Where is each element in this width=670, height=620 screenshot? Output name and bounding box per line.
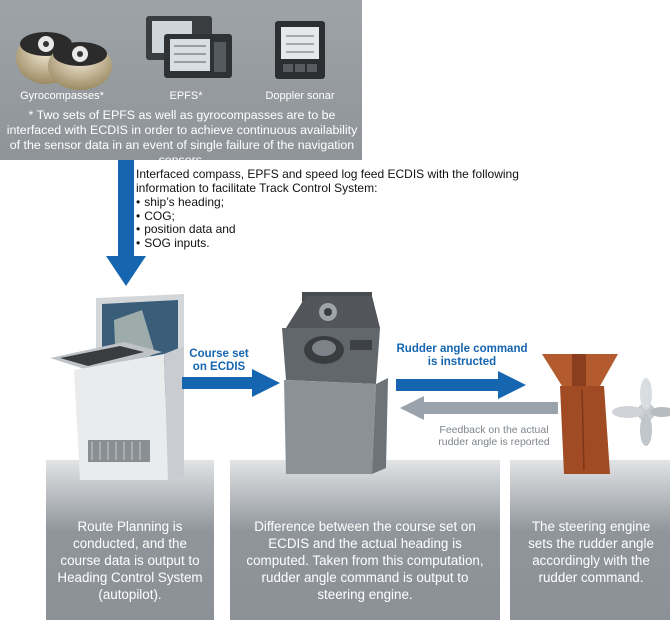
feedback-arrow [400, 396, 558, 420]
info-item-cog: COG; [136, 209, 536, 224]
autopilot-panel-text: Difference between the course set on ECD… [246, 519, 484, 602]
autopilot-console-icon [282, 292, 388, 474]
doppler-sonar-icon [275, 21, 325, 79]
rudder-command-line-1: Rudder angle command [396, 343, 528, 355]
info-item-sog: SOG inputs. [136, 236, 536, 251]
ecdis-console-icon [50, 294, 184, 480]
steering-panel-text: The steering engine sets the rudder angl… [528, 519, 654, 585]
info-item-position: position data and [136, 223, 536, 237]
down-arrow [106, 160, 146, 286]
steering-panel: The steering engine sets the rudder angl… [510, 460, 670, 620]
gyrocompass-icon [16, 32, 112, 90]
feedback-line-2: rudder angle is reported [438, 436, 550, 448]
info-intro: Interfaced compass, EPFS and speed log f… [136, 167, 519, 195]
sensor-feed-info: Interfaced compass, EPFS and speed log f… [136, 167, 536, 251]
course-set-arrow [182, 369, 280, 397]
epfs-label: EPFS* [169, 90, 203, 102]
sensor-panel: Gyrocompasses* EPFS* Doppler sonar * Two… [0, 0, 362, 167]
info-item-heading: ship’s heading; [136, 196, 536, 210]
gyrocompass-label: Gyrocompasses* [20, 90, 104, 102]
feedback-caption: Feedback on the actual rudder angle is r… [426, 424, 562, 448]
ecdis-panel-text: Route Planning is conducted, and the cou… [57, 519, 203, 602]
rudder-propeller-icon [542, 354, 670, 474]
info-list: ship’s heading; COG; position data and S… [136, 196, 536, 250]
course-set-line-1: Course set [189, 348, 249, 360]
course-set-caption: Course set on ECDIS [176, 348, 262, 374]
rudder-command-caption: Rudder angle command is instructed [396, 343, 528, 369]
ecdis-panel: Route Planning is conducted, and the cou… [46, 460, 214, 620]
doppler-sonar-label: Doppler sonar [265, 90, 335, 102]
epfs-icon [146, 16, 232, 78]
rudder-command-arrow [396, 371, 526, 399]
autopilot-panel: Difference between the course set on ECD… [230, 460, 500, 620]
rudder-command-line-2: is instructed [427, 356, 497, 368]
course-set-line-2: on ECDIS [192, 361, 246, 373]
sensor-note: * Two sets of EPFS as well as gyrocompas… [6, 108, 358, 167]
feedback-line-1: Feedback on the actual [439, 424, 549, 436]
